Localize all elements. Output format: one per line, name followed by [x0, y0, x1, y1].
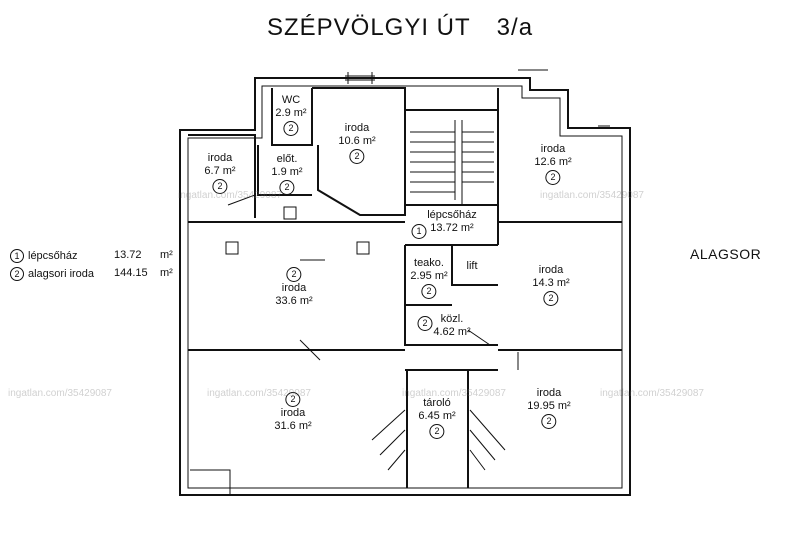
wall-kozl [404, 305, 498, 346]
legend-unit: m² [160, 249, 173, 261]
room-area: 2.9 m² [275, 107, 307, 119]
street-name: SZÉPVÖLGYI ÚT [266, 14, 471, 41]
room-name: iroda [281, 282, 307, 294]
room-number: 2 [285, 392, 301, 407]
level-label: ALAGSOR [690, 246, 762, 262]
room-name: iroda [207, 152, 233, 164]
room-area: 31.6 m² [274, 420, 312, 432]
room-name: WC [281, 94, 301, 106]
room-number: 2 [421, 284, 437, 299]
watermark: ingatlan.com/35429087 [402, 388, 506, 399]
room-name: lépcsőház [427, 209, 477, 221]
legend-name: alagsori iroda [28, 267, 95, 280]
wall-lift [451, 245, 498, 286]
room-number: 1 [411, 224, 427, 239]
windows [345, 69, 610, 127]
room-area: 33.6 m² [275, 295, 313, 307]
wall-taroló [406, 370, 469, 488]
room-area: 10.6 m² [338, 135, 376, 147]
room-number: 2 [543, 291, 559, 306]
room-teako: teako. 2.95 m² 2 [410, 257, 448, 299]
room-lepcsohaz-number: 1 [411, 223, 427, 239]
room-iroda-12-6: iroda 12.6 m² 2 [534, 143, 572, 185]
watermark: ingatlan.com/35429087 [8, 388, 112, 399]
room-name: előt. [276, 153, 298, 165]
room-iroda-10-6: iroda 10.6 m² 2 [338, 122, 376, 164]
room-area: 12.6 m² [534, 156, 572, 168]
room-number: 2 [349, 149, 365, 164]
room-iroda-14-3: iroda 14.3 m² 2 [532, 264, 570, 306]
door-arcs [227, 194, 519, 370]
legend-area: 13.72 [114, 249, 142, 261]
room-name: iroda [536, 387, 562, 399]
legend-item: 1 lépcsőház 13.72 m² [10, 249, 173, 263]
watermark: ingatlan.com/35429087 [178, 190, 282, 201]
wall-wc [271, 88, 313, 146]
room-number: 2 [541, 414, 557, 429]
watermark: ingatlan.com/35429087 [207, 388, 311, 399]
page-title: SZÉPVÖLGYI ÚT 3/a [0, 14, 800, 42]
room-name: iroda [344, 122, 370, 134]
room-area: 6.45 m² [418, 410, 456, 422]
column [283, 206, 297, 220]
watermark: ingatlan.com/35429087 [600, 388, 704, 399]
room-area: 2.95 m² [410, 270, 448, 282]
room-tarolo: tároló 6.45 m² 2 [418, 397, 456, 439]
legend-area: 144.15 [114, 267, 148, 279]
room-area: 4.62 m² [433, 326, 471, 338]
room-number: 2 [212, 179, 228, 194]
room-iroda-19-95: iroda 19.95 m² 2 [527, 387, 571, 429]
room-iroda-31-6: 2 iroda 31.6 m² [274, 391, 312, 433]
room-number: 2 [283, 121, 299, 136]
stair-core [405, 109, 499, 245]
stair-steps [410, 120, 463, 205]
room-area: 6.7 m² [204, 165, 236, 177]
room-wc: WC 2.9 m² 2 [275, 94, 307, 136]
stair-steps-2 [462, 131, 494, 183]
outer-wall [179, 77, 631, 496]
ramp-right [469, 409, 506, 471]
room-name: teako. [414, 257, 444, 269]
room-name: lift [466, 260, 478, 272]
room-iroda-33-6: 2 iroda 33.6 m² [275, 266, 313, 308]
legend-number: 2 [10, 267, 24, 281]
column [356, 241, 370, 255]
room-name: közl. [440, 313, 464, 325]
room-elot: előt. 1.9 m² 2 [271, 153, 303, 195]
room-area: 13.72 m² [430, 222, 474, 234]
room-number: 2 [545, 170, 561, 185]
room-kozl-number: 2 [417, 315, 433, 331]
ramp-left [371, 409, 406, 471]
room-area: 14.3 m² [532, 277, 570, 289]
bottom-steps [190, 469, 231, 495]
room-name: iroda [280, 407, 306, 419]
inner-outline [187, 85, 623, 489]
watermark: ingatlan.com/35429087 [540, 190, 644, 201]
room-number: 2 [417, 316, 433, 331]
room-area: 19.95 m² [527, 400, 571, 412]
legend-name: lépcsőház [28, 249, 78, 262]
room-lift: lift [467, 260, 478, 273]
room-number: 2 [286, 267, 302, 282]
wall-10-6 [312, 87, 406, 216]
column [225, 241, 239, 255]
room-lepcsohaz: lépcsőház 13.72 m² [427, 209, 477, 235]
street-number: 3/a [496, 14, 534, 41]
room-name: iroda [540, 143, 566, 155]
legend-number: 1 [10, 249, 24, 263]
room-area: 1.9 m² [271, 166, 303, 178]
room-name: tároló [423, 397, 451, 409]
room-kozl: közl. 4.62 m² [433, 313, 470, 339]
room-number: 2 [429, 424, 445, 439]
legend-item: 2 alagsori iroda 144.15 m² [10, 267, 173, 281]
room-name: iroda [538, 264, 564, 276]
room-number: 2 [279, 180, 295, 195]
wall-elot [257, 145, 312, 196]
legend-unit: m² [160, 267, 173, 279]
wall-6-7 [188, 134, 256, 218]
room-iroda-6-7: iroda 6.7 m² 2 [204, 152, 236, 194]
